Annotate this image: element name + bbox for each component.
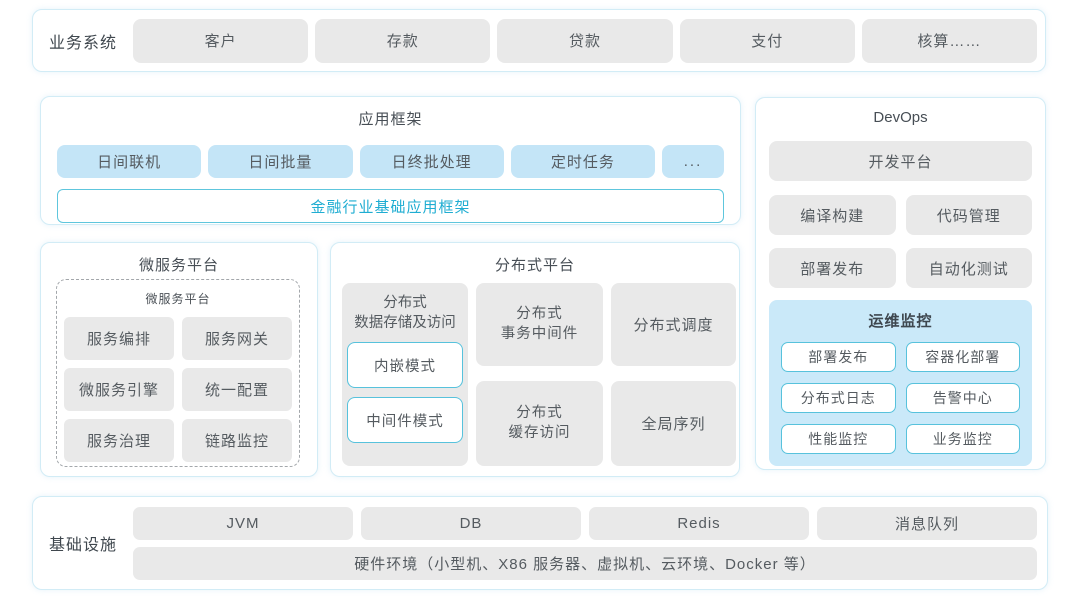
distributed-storage-box: 分布式 数据存储及访问 内嵌模式 中间件模式 [342, 283, 468, 466]
infrastructure-row: JVM DB Redis 消息队列 [133, 506, 1037, 540]
ops-monitoring-title: 运维监控 [868, 313, 933, 330]
infra-redis: Redis [589, 506, 809, 540]
business-item-deposit: 存款 [315, 18, 491, 63]
monitor-alert-center: 告警中心 [905, 383, 1020, 413]
monitor-deploy-release: 部署发布 [781, 342, 896, 372]
devops-tool-deploy: 部署发布 [769, 248, 896, 288]
infrastructure-label: 基础设施 [49, 537, 118, 554]
mode-daytime-online: 日间联机 [57, 145, 202, 178]
microservices-inner-box: 微服务平台 服务编排 服务网关 微服务引擎 统一配置 服务治理 链路监控 [56, 279, 300, 467]
distributed-scheduling: 分布式调度 [611, 283, 736, 366]
global-sequence: 全局序列 [611, 381, 736, 466]
infra-message-queue: 消息队列 [817, 506, 1037, 540]
monitor-business: 业务监控 [905, 424, 1020, 454]
storage-middleware-mode: 中间件模式 [347, 397, 463, 444]
microservices-grid: 服务编排 服务网关 微服务引擎 统一配置 服务治理 链路监控 [64, 317, 292, 462]
monitor-container-deploy: 容器化部署 [905, 342, 1020, 372]
business-systems-label: 业务系统 [49, 34, 118, 52]
distributed-title: 分布式平台 [494, 257, 575, 274]
hardware-environment-box: 硬件环境（小型机、X86 服务器、虚拟机、云环境、Docker 等） [133, 546, 1037, 580]
app-framework-title: 应用框架 [358, 111, 423, 128]
base-framework-box: 金融行业基础应用框架 [57, 189, 724, 223]
mode-eod-batch: 日终批处理 [359, 145, 504, 178]
mode-daytime-batch: 日间批量 [208, 145, 353, 178]
business-systems-section: 业务系统 客户 存款 贷款 支付 核算…… [32, 9, 1046, 72]
mode-scheduled-task: 定时任务 [510, 145, 655, 178]
ops-monitoring-panel: 运维监控 部署发布 容器化部署 分布式日志 告警中心 性能监控 业务监控 [769, 300, 1032, 466]
business-item-accounting: 核算…… [861, 18, 1038, 63]
microservices-title: 微服务平台 [138, 257, 219, 274]
business-item-customer: 客户 [133, 18, 309, 63]
distributed-section: 分布式平台 分布式 数据存储及访问 内嵌模式 中间件模式 分布式 事务中间件 分… [330, 242, 740, 477]
devops-dev-platform: 开发平台 [769, 141, 1032, 181]
devops-tools-grid: 编译构建 代码管理 部署发布 自动化测试 [769, 195, 1032, 288]
devops-tool-code-mgmt: 代码管理 [905, 195, 1032, 235]
distributed-transaction-middleware: 分布式 事务中间件 [476, 283, 603, 366]
business-systems-row: 客户 存款 贷款 支付 核算…… [133, 18, 1038, 63]
infra-db: DB [361, 506, 581, 540]
ops-monitoring-grid: 部署发布 容器化部署 分布式日志 告警中心 性能监控 业务监控 [781, 342, 1020, 454]
monitor-performance: 性能监控 [781, 424, 896, 454]
mode-ellipsis: ... [662, 145, 724, 178]
business-item-payment: 支付 [679, 18, 855, 63]
devops-tool-auto-test: 自动化测试 [905, 248, 1032, 288]
micro-engine: 微服务引擎 [64, 368, 174, 411]
devops-section: DevOps 开发平台 编译构建 代码管理 部署发布 自动化测试 运维监控 部署… [755, 97, 1046, 470]
infra-jvm: JVM [133, 506, 353, 540]
storage-embedded-mode: 内嵌模式 [347, 342, 463, 389]
microservices-section: 微服务平台 微服务平台 服务编排 服务网关 微服务引擎 统一配置 服务治理 链路… [40, 242, 318, 477]
app-framework-section: 应用框架 日间联机 日间批量 日终批处理 定时任务 ... 金融行业基础应用框架 [40, 96, 741, 225]
microservices-inner-title: 微服务平台 [145, 292, 211, 306]
micro-unified-config: 统一配置 [182, 368, 292, 411]
micro-service-governance: 服务治理 [64, 419, 174, 462]
devops-tool-build: 编译构建 [769, 195, 896, 235]
monitor-distributed-log: 分布式日志 [781, 383, 896, 413]
infrastructure-content: JVM DB Redis 消息队列 硬件环境（小型机、X86 服务器、虚拟机、云… [133, 506, 1037, 580]
distributed-cache-access: 分布式 缓存访问 [476, 381, 603, 466]
app-framework-modes-row: 日间联机 日间批量 日终批处理 定时任务 ... [57, 145, 724, 178]
micro-service-gateway: 服务网关 [182, 317, 292, 360]
devops-title: DevOps [873, 109, 928, 126]
micro-trace-monitoring: 链路监控 [182, 419, 292, 462]
distributed-storage-label: 分布式 数据存储及访问 [354, 295, 456, 331]
micro-service-orchestration: 服务编排 [64, 317, 174, 360]
infrastructure-section: 基础设施 JVM DB Redis 消息队列 硬件环境（小型机、X86 服务器、… [32, 496, 1048, 590]
business-item-loan: 贷款 [497, 18, 673, 63]
